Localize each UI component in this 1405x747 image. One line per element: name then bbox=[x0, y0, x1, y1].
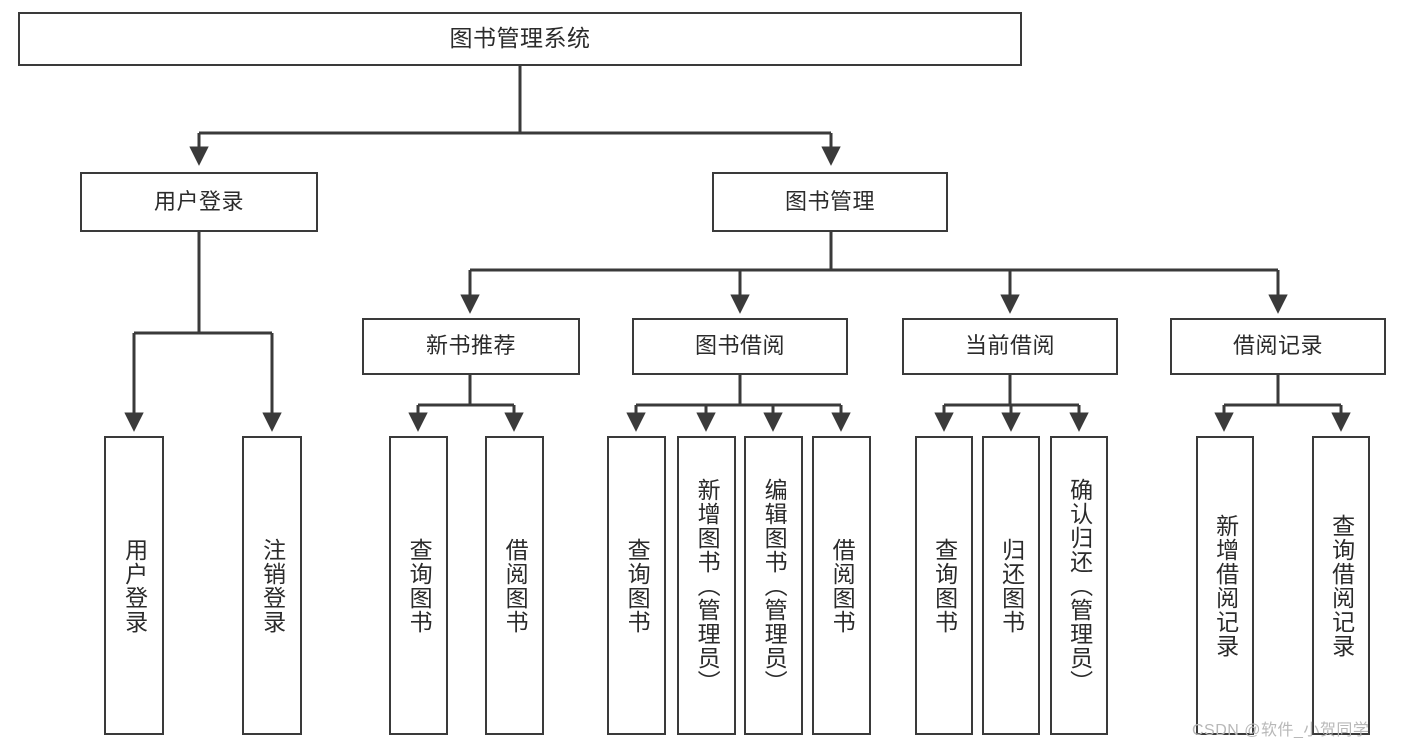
node-label: 新书推荐 bbox=[425, 333, 516, 359]
node-label: 借阅图书 bbox=[502, 537, 529, 634]
node-label: 查询图书 bbox=[406, 537, 433, 634]
node-current-borrow[interactable]: 当前借阅 bbox=[902, 318, 1118, 375]
leaf-user-login[interactable]: 用户登录 bbox=[104, 436, 164, 735]
leaf-query-record[interactable]: 查询借阅记录 bbox=[1312, 436, 1370, 735]
leaf-query-book-3[interactable]: 查询图书 bbox=[915, 436, 973, 735]
node-label: 查询图书 bbox=[931, 537, 958, 634]
leaf-query-book-2[interactable]: 查询图书 bbox=[607, 436, 666, 735]
node-label: 新增借阅记录 bbox=[1212, 513, 1239, 658]
node-label: 归还图书 bbox=[998, 537, 1025, 634]
node-label: 确认归还（管理员） bbox=[1066, 477, 1093, 694]
leaf-confirm-return[interactable]: 确认归还（管理员） bbox=[1050, 436, 1108, 735]
node-label: 新增图书（管理员） bbox=[694, 477, 721, 694]
node-label: 查询借阅记录 bbox=[1328, 513, 1355, 658]
leaf-borrow-book-1[interactable]: 借阅图书 bbox=[485, 436, 544, 735]
node-label: 查询图书 bbox=[624, 537, 651, 634]
node-book-borrow[interactable]: 图书借阅 bbox=[632, 318, 848, 375]
node-new-book-recommend[interactable]: 新书推荐 bbox=[362, 318, 580, 375]
leaf-edit-book[interactable]: 编辑图书（管理员） bbox=[744, 436, 803, 735]
leaf-query-book-1[interactable]: 查询图书 bbox=[389, 436, 448, 735]
node-label: 图书借阅 bbox=[694, 333, 785, 359]
leaf-add-book[interactable]: 新增图书（管理员） bbox=[677, 436, 736, 735]
node-book-management[interactable]: 图书管理 bbox=[712, 172, 948, 232]
node-label: 编辑图书（管理员） bbox=[761, 477, 788, 694]
csdn-watermark: CSDN @软件_小贺同学 bbox=[1192, 722, 1370, 739]
node-label: 图书管理 bbox=[784, 188, 875, 214]
node-user-login[interactable]: 用户登录 bbox=[80, 172, 318, 232]
node-label: 用户登录 bbox=[121, 537, 148, 634]
node-label: 用户登录 bbox=[153, 188, 244, 214]
node-label: 图书管理系统 bbox=[449, 25, 591, 52]
node-label: 借阅图书 bbox=[829, 537, 856, 634]
leaf-return-book[interactable]: 归还图书 bbox=[982, 436, 1040, 735]
leaf-add-record[interactable]: 新增借阅记录 bbox=[1196, 436, 1254, 735]
node-borrow-record[interactable]: 借阅记录 bbox=[1170, 318, 1386, 375]
leaf-logout[interactable]: 注销登录 bbox=[242, 436, 302, 735]
node-label: 借阅记录 bbox=[1232, 333, 1323, 359]
leaf-borrow-book-2[interactable]: 借阅图书 bbox=[812, 436, 871, 735]
node-label: 注销登录 bbox=[259, 537, 286, 634]
node-root-system[interactable]: 图书管理系统 bbox=[18, 12, 1022, 66]
node-label: 当前借阅 bbox=[964, 333, 1055, 359]
